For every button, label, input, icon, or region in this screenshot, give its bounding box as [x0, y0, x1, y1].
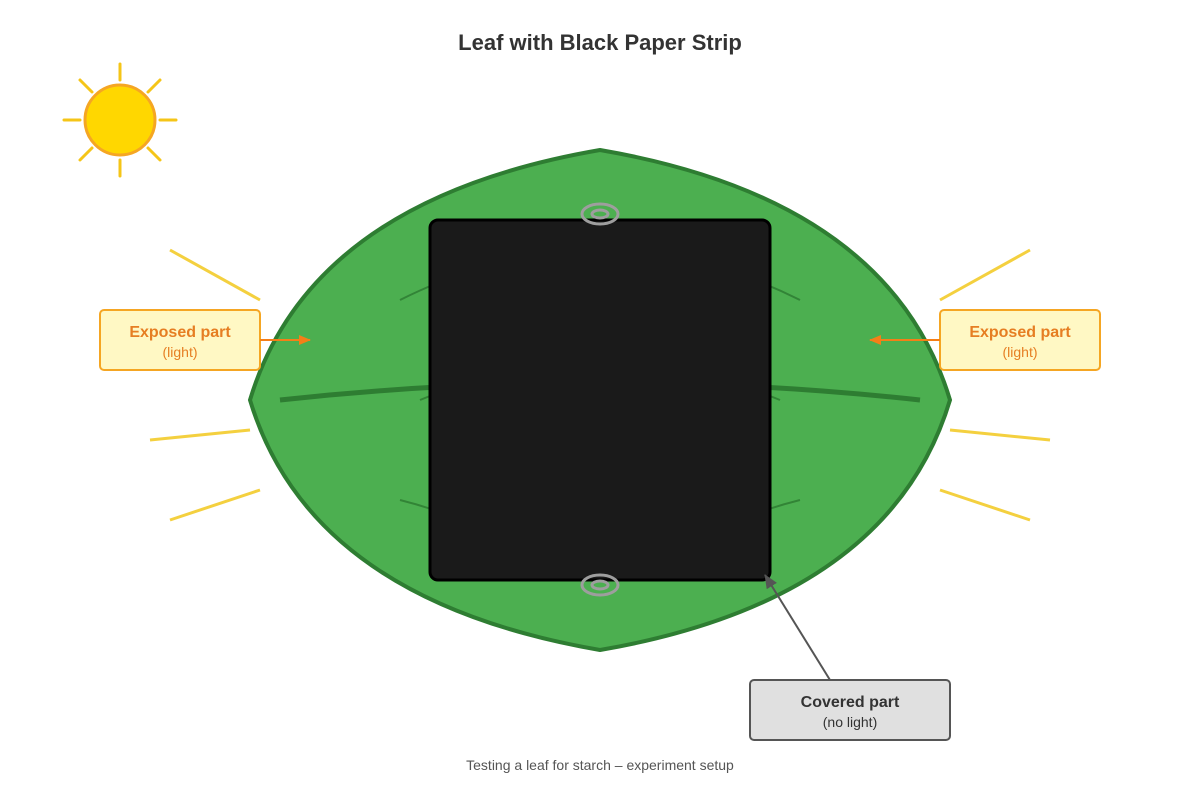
- exposed-right-title: Exposed part: [969, 324, 1071, 341]
- exposed-left-subtitle: (light): [162, 344, 197, 360]
- covered-part-label: Covered part (no light): [749, 679, 951, 741]
- exposed-part-right-label: Exposed part (light): [939, 309, 1101, 371]
- light-ray: [149, 428, 251, 442]
- light-ray: [169, 488, 261, 522]
- paper-clip-icon: [580, 202, 620, 226]
- light-ray: [949, 428, 1051, 442]
- diagram-caption: Testing a leaf for starch – experiment s…: [466, 757, 734, 773]
- light-rays: [149, 248, 1051, 522]
- covered-subtitle: (no light): [823, 714, 877, 730]
- sun-icon: [62, 62, 178, 178]
- page-title: Leaf with Black Paper Strip: [458, 30, 742, 55]
- paper-clip-icon: [580, 573, 620, 597]
- light-ray: [169, 248, 261, 302]
- black-paper-strip: [428, 218, 772, 582]
- light-ray: [939, 488, 1031, 522]
- exposed-right-subtitle: (light): [1002, 344, 1037, 360]
- exposed-left-title: Exposed part: [129, 324, 231, 341]
- covered-title: Covered part: [801, 694, 900, 711]
- light-ray: [939, 248, 1031, 302]
- covered-arrow: [764, 574, 831, 681]
- exposed-part-left-label: Exposed part (light): [99, 309, 261, 371]
